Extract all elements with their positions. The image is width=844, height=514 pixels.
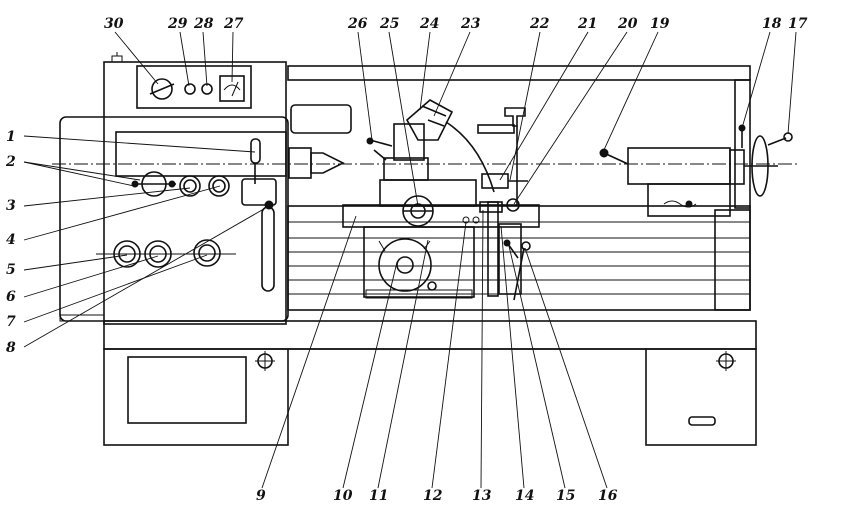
lever-21-22 <box>481 173 528 189</box>
callout-3: 3 <box>6 198 16 214</box>
tailstock-body <box>627 147 731 185</box>
callout-8: 8 <box>6 340 16 356</box>
callout-29: 29 <box>167 16 188 32</box>
live-center <box>310 152 345 174</box>
gearbox-knob-7 <box>193 239 221 267</box>
compound-rest <box>383 157 429 181</box>
callout-6: 6 <box>6 289 16 305</box>
callout-labels: 1 2 3 4 5 6 7 8 9 10 11 12 13 14 15 16 1… <box>5 16 808 504</box>
leader-lines <box>23 31 797 489</box>
tool-holder-23 <box>405 99 454 141</box>
callout-27: 27 <box>223 16 244 32</box>
callout-14: 14 <box>515 488 534 504</box>
cross-feed-handwheel-25 <box>402 195 434 227</box>
top-rail <box>287 65 751 81</box>
callout-24: 24 <box>419 16 439 32</box>
callout-19: 19 <box>650 16 670 32</box>
chuck <box>288 147 312 179</box>
headstock <box>59 116 289 322</box>
callout-17: 17 <box>788 16 808 32</box>
main-switch-30 <box>149 78 175 100</box>
gearbox-lever-8 <box>261 200 275 292</box>
callout-10: 10 <box>333 488 353 504</box>
quill-lock-lever-19 <box>599 148 629 165</box>
callout-13: 13 <box>472 488 492 504</box>
callout-2: 2 <box>5 154 16 170</box>
control-panel <box>136 65 252 109</box>
callout-22: 22 <box>529 16 550 32</box>
apron-handwheel-10 <box>378 238 432 292</box>
lever-4-assembly <box>241 178 277 206</box>
chip-tray <box>103 320 757 350</box>
steady-rest-arc <box>445 121 495 193</box>
left-pedestal-mark <box>255 351 275 371</box>
feed-lever-16 <box>513 241 531 301</box>
callout-9: 9 <box>256 488 266 504</box>
callout-30: 30 <box>104 16 124 32</box>
feed-lever-15 <box>503 239 519 259</box>
feed-knob-3 <box>179 175 201 197</box>
tool-clamp-handle-26 <box>366 137 393 161</box>
cross-slide <box>379 179 477 207</box>
tailstock-base <box>647 183 731 217</box>
right-pedestal-mark <box>716 351 736 371</box>
callout-18: 18 <box>762 16 782 32</box>
callout-28: 28 <box>193 16 214 32</box>
callout-26: 26 <box>347 16 368 32</box>
electrical-cabinet <box>103 61 287 325</box>
lathe-drawing <box>52 52 800 446</box>
callout-23: 23 <box>460 16 481 32</box>
callout-25: 25 <box>379 16 399 32</box>
callout-5: 5 <box>6 262 16 278</box>
indicator-lamp-29 <box>184 83 196 95</box>
tailstock-clamp-18 <box>738 124 746 148</box>
chip-guard <box>290 104 352 134</box>
callout-1: 1 <box>6 129 16 145</box>
left-pedestal <box>103 348 289 446</box>
lever-20 <box>506 198 520 212</box>
right-pedestal <box>645 348 757 446</box>
apron <box>363 226 475 298</box>
feed-shaft-column <box>487 201 499 297</box>
headstock-window <box>115 131 287 177</box>
right-pedestal-handle <box>688 416 716 426</box>
speed-lever-1 <box>250 138 261 184</box>
callout-12: 12 <box>423 488 443 504</box>
feed-knob-4 <box>208 175 230 197</box>
callout-16: 16 <box>598 488 618 504</box>
right-bed-end <box>714 209 751 311</box>
callout-15: 15 <box>556 488 575 504</box>
callout-20: 20 <box>617 16 638 32</box>
callout-21: 21 <box>577 16 597 32</box>
right-leg-upper <box>734 79 751 209</box>
left-pedestal-door <box>127 356 247 424</box>
callout-7: 7 <box>6 314 16 330</box>
callout-11: 11 <box>369 488 388 504</box>
tailstock-handwheel-17 <box>744 132 793 197</box>
callout-4: 4 <box>6 232 16 248</box>
